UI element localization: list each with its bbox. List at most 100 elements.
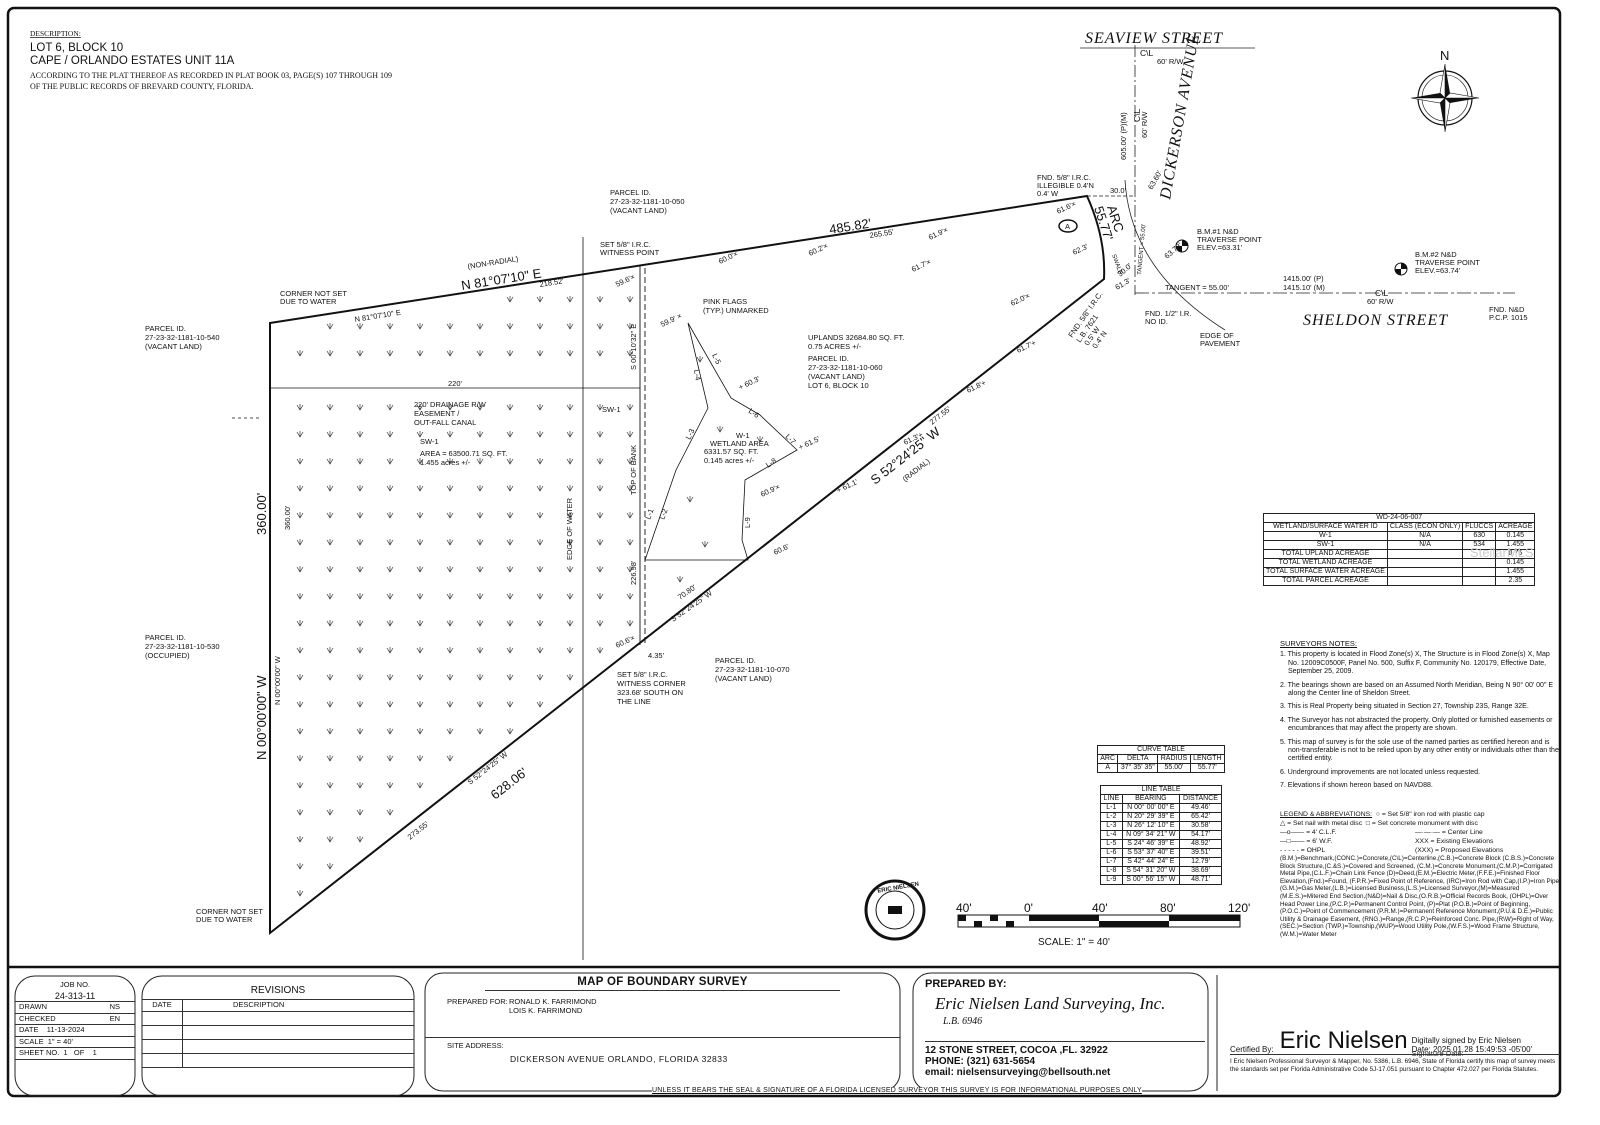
revisions-date-header: DATE	[142, 1000, 183, 1011]
map-label: 218.52'	[539, 276, 565, 289]
map-label: FND. 5/8" I.R.C.	[1037, 173, 1091, 182]
wetland-symbol	[356, 485, 364, 492]
map-label: 265.55'	[869, 227, 895, 240]
wetland-symbol	[326, 755, 334, 762]
map-label: DUE TO WATER	[196, 915, 253, 924]
note: 7. Elevations if shown hereon based on N…	[1280, 782, 1433, 790]
wetland-symbol	[506, 674, 514, 681]
wetland-symbol	[416, 431, 424, 438]
wetland-symbol	[446, 620, 454, 627]
map-label: S 00°10'32" E	[629, 324, 638, 370]
wetland-symbol	[386, 458, 394, 465]
cell: 65.42'	[1178, 812, 1223, 822]
wetland-symbol	[386, 539, 394, 546]
cell: L-7	[1100, 857, 1123, 867]
company-address: 12 STONE STREET, COCOA ,FL. 32922	[925, 1045, 1108, 1056]
spot-elevation: 60.6'	[772, 542, 791, 557]
wetland-symbol	[296, 728, 304, 735]
col-header: FLUCCS	[1462, 522, 1497, 532]
wetland-symbol	[386, 755, 394, 762]
wetland-symbol	[326, 566, 334, 573]
wetland-symbol	[596, 485, 604, 492]
license-number: L.B. 6946	[943, 1016, 983, 1027]
wetland-symbol	[566, 458, 574, 465]
spot-elevation: 61.6'×	[1055, 199, 1077, 216]
wetland-symbol	[506, 620, 514, 627]
spot-elevation: 61.7'+	[1015, 338, 1038, 355]
wetland-symbol	[446, 593, 454, 600]
job-label: JOB NO.	[59, 980, 90, 989]
footer-disclaimer: UNLESS IT BEARS THE SEAL & SIGNATURE OF …	[652, 1087, 1142, 1094]
note: 1. This property is located in Flood Zon…	[1280, 651, 1550, 676]
cell: S 24° 46' 39" E	[1121, 839, 1180, 849]
cell: N 20° 29' 39" E	[1121, 812, 1180, 822]
map-label: 605.00' (P)(M)	[1119, 112, 1128, 160]
wetland-symbol	[476, 566, 484, 573]
map-label: 60' R/W	[1140, 111, 1149, 138]
legend-item: (XXX) = Proposed Elevations	[1415, 847, 1504, 854]
map-label: 1415.10' (M)	[1283, 283, 1325, 292]
wetland-symbol	[326, 458, 334, 465]
map-label: 27-23-32-1181-10-060	[808, 363, 883, 372]
line-label: L-2	[657, 507, 669, 520]
checked-label: CHECKED	[19, 1013, 56, 1023]
wetland-symbol	[356, 593, 364, 600]
client-name: LOIS K. FARRIMOND	[509, 1006, 583, 1015]
wetland-symbol	[326, 647, 334, 654]
cell: TOTAL WETLAND ACREAGE	[1263, 558, 1388, 568]
wetland-symbol	[536, 458, 544, 465]
wetland-symbol	[506, 485, 514, 492]
note: 3. This is Real Property being situated …	[1280, 703, 1529, 711]
map-label: LOT 6, BLOCK 10	[808, 381, 869, 390]
map-label: WITNESS CORNER	[617, 679, 686, 688]
map-label: 220' DRAINAGE R/W	[414, 400, 487, 409]
line-label: L-7	[784, 432, 798, 446]
cell: L-3	[1100, 821, 1123, 831]
wetland-symbol	[476, 674, 484, 681]
spot-elevation: + 61.5'	[797, 434, 822, 452]
wetland-symbol	[566, 593, 574, 600]
spot-elevation: 62.0'×	[1009, 291, 1031, 308]
wetland-symbol	[626, 566, 634, 573]
cell: W-1	[1263, 531, 1388, 541]
description-line2: OF THE PUBLIC RECORDS OF BREVARD COUNTY,…	[30, 82, 253, 91]
checked-value: EN	[109, 1013, 120, 1023]
wetland-symbol	[356, 809, 364, 816]
lot-boundary	[269, 194, 1106, 936]
scale-bar: 40' 0' 40' 80' 120' SCALE: 1" = 40'	[956, 901, 1250, 948]
wetland-symbol	[416, 701, 424, 708]
wetland-symbol	[476, 431, 484, 438]
map-label: TOP OF BANK	[629, 445, 638, 495]
map-label: 360.00'	[283, 505, 292, 530]
spot-elevation: + 60.3'	[737, 374, 762, 392]
note: 5. This map of survey is for the sole us…	[1280, 738, 1559, 763]
wetland-symbol	[626, 296, 634, 303]
wetland-symbol	[326, 593, 334, 600]
wetland-symbol	[476, 728, 484, 735]
map-label: PINK FLAGS	[703, 297, 747, 306]
cell: SW-1	[1263, 540, 1388, 550]
wetland-symbol	[446, 431, 454, 438]
wetland-symbol	[446, 404, 454, 411]
wetland-symbol	[596, 350, 604, 357]
map-label: TANGENT = 55.00'	[1137, 224, 1147, 275]
north-label: N	[1440, 48, 1449, 63]
wetland-symbol	[326, 485, 334, 492]
scale-tick: 80'	[1160, 901, 1176, 915]
wetland-symbol	[536, 593, 544, 600]
wetland-symbol	[626, 404, 634, 411]
spot-elevation: 60.2'×	[807, 241, 829, 258]
cell: N/A	[1386, 531, 1464, 541]
col-header: ARC	[1096, 754, 1119, 764]
wetland-symbol	[506, 593, 514, 600]
spot-elevation: 61.9'×	[927, 225, 949, 242]
cell: 49.46'	[1178, 803, 1223, 813]
map-label: 6331.57 SQ. FT.	[704, 447, 759, 456]
wetland-symbol	[596, 647, 604, 654]
wetland-symbol	[296, 512, 304, 519]
wetland-symbol	[386, 809, 394, 816]
cell: S 53° 37' 40" E	[1121, 848, 1180, 858]
